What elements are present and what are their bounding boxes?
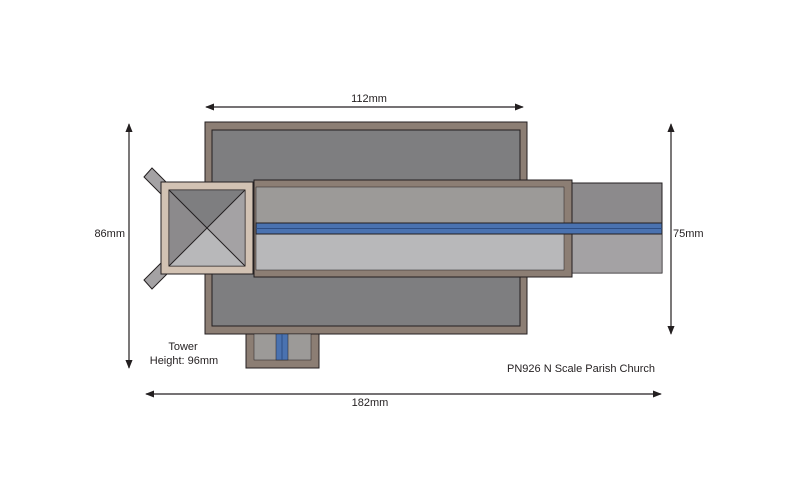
right-depth-label: 75mm [673, 228, 704, 240]
product-caption: PN926 N Scale Parish Church [507, 363, 655, 375]
nave [253, 179, 573, 278]
tower-height: Height: 96mm [150, 355, 218, 367]
roof-ridge [255, 222, 663, 235]
top-width-label: 112mm [351, 93, 387, 105]
tower-title: Tower [168, 341, 198, 353]
porch [245, 333, 320, 369]
overall-length-label: 182mm [352, 397, 389, 409]
left-depth-label: 86mm [94, 228, 125, 240]
tower [160, 181, 254, 275]
